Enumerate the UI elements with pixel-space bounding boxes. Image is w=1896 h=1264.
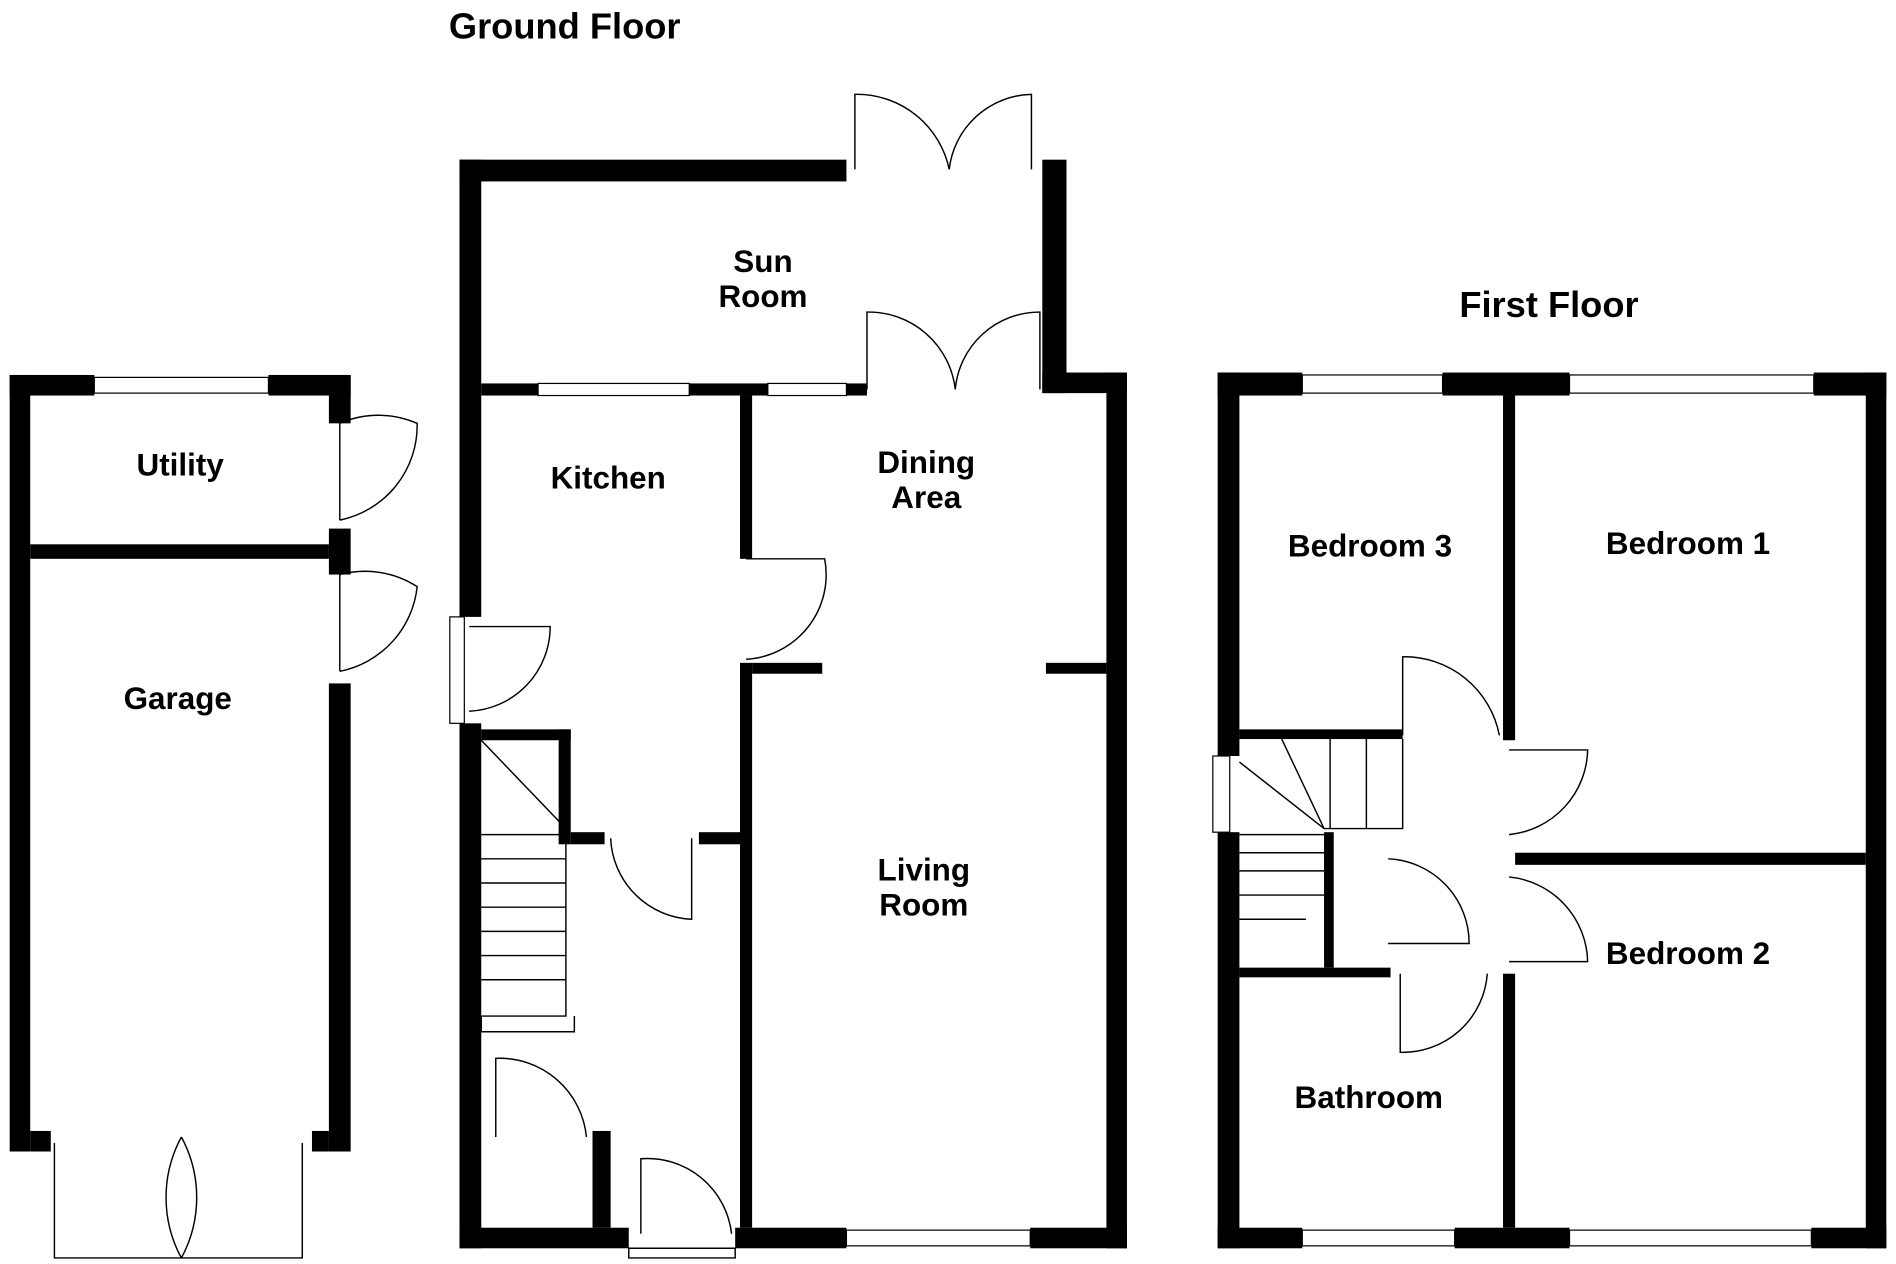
first-floor-title: First Floor [1459,284,1638,325]
bathroom-door [1399,973,1489,1054]
room-label-dining-area: Area [891,480,961,515]
room-label-bedroom3: Bedroom 3 [1288,528,1452,563]
first-floor-stairs [1238,738,1404,920]
garage-side-door [339,570,418,673]
room-label-dining: Dining [877,445,975,480]
room-label-kitchen: Kitchen [551,461,666,496]
cupboard-door [1388,858,1470,945]
ground-floor-walls [449,93,1127,1259]
room-label-bathroom: Bathroom [1295,1080,1443,1115]
sun-room-doors [854,93,1033,170]
ground-stairs [480,739,576,1033]
kitchen-side-door [469,625,551,712]
front-door [628,1157,736,1259]
kitchen-dining-door [746,558,827,660]
bedroom3-door [1401,656,1501,736]
room-label-garage: Garage [124,681,232,716]
window [93,376,270,394]
bedroom2-door [1508,876,1589,963]
room-label-sun: Sun [733,244,792,279]
cupboard-door [495,1057,588,1138]
room-label-bedroom1: Bedroom 1 [1606,526,1770,561]
ground-floor-title: Ground Floor [449,6,681,47]
room-label-living: Living [878,853,971,888]
dining-doors [866,311,1041,390]
room-label-sun-room: Room [718,279,807,314]
garage-utility-walls [9,374,418,1259]
first-floor-walls [1212,372,1887,1249]
bedroom1-door [1508,749,1589,836]
utility-door [339,414,418,521]
hall-kitchen-door [609,838,693,921]
room-label-bedroom2: Bedroom 2 [1606,936,1770,971]
garage-doors [53,1136,304,1259]
room-label-utility: Utility [137,447,225,482]
room-label-living-room: Room [879,888,968,923]
